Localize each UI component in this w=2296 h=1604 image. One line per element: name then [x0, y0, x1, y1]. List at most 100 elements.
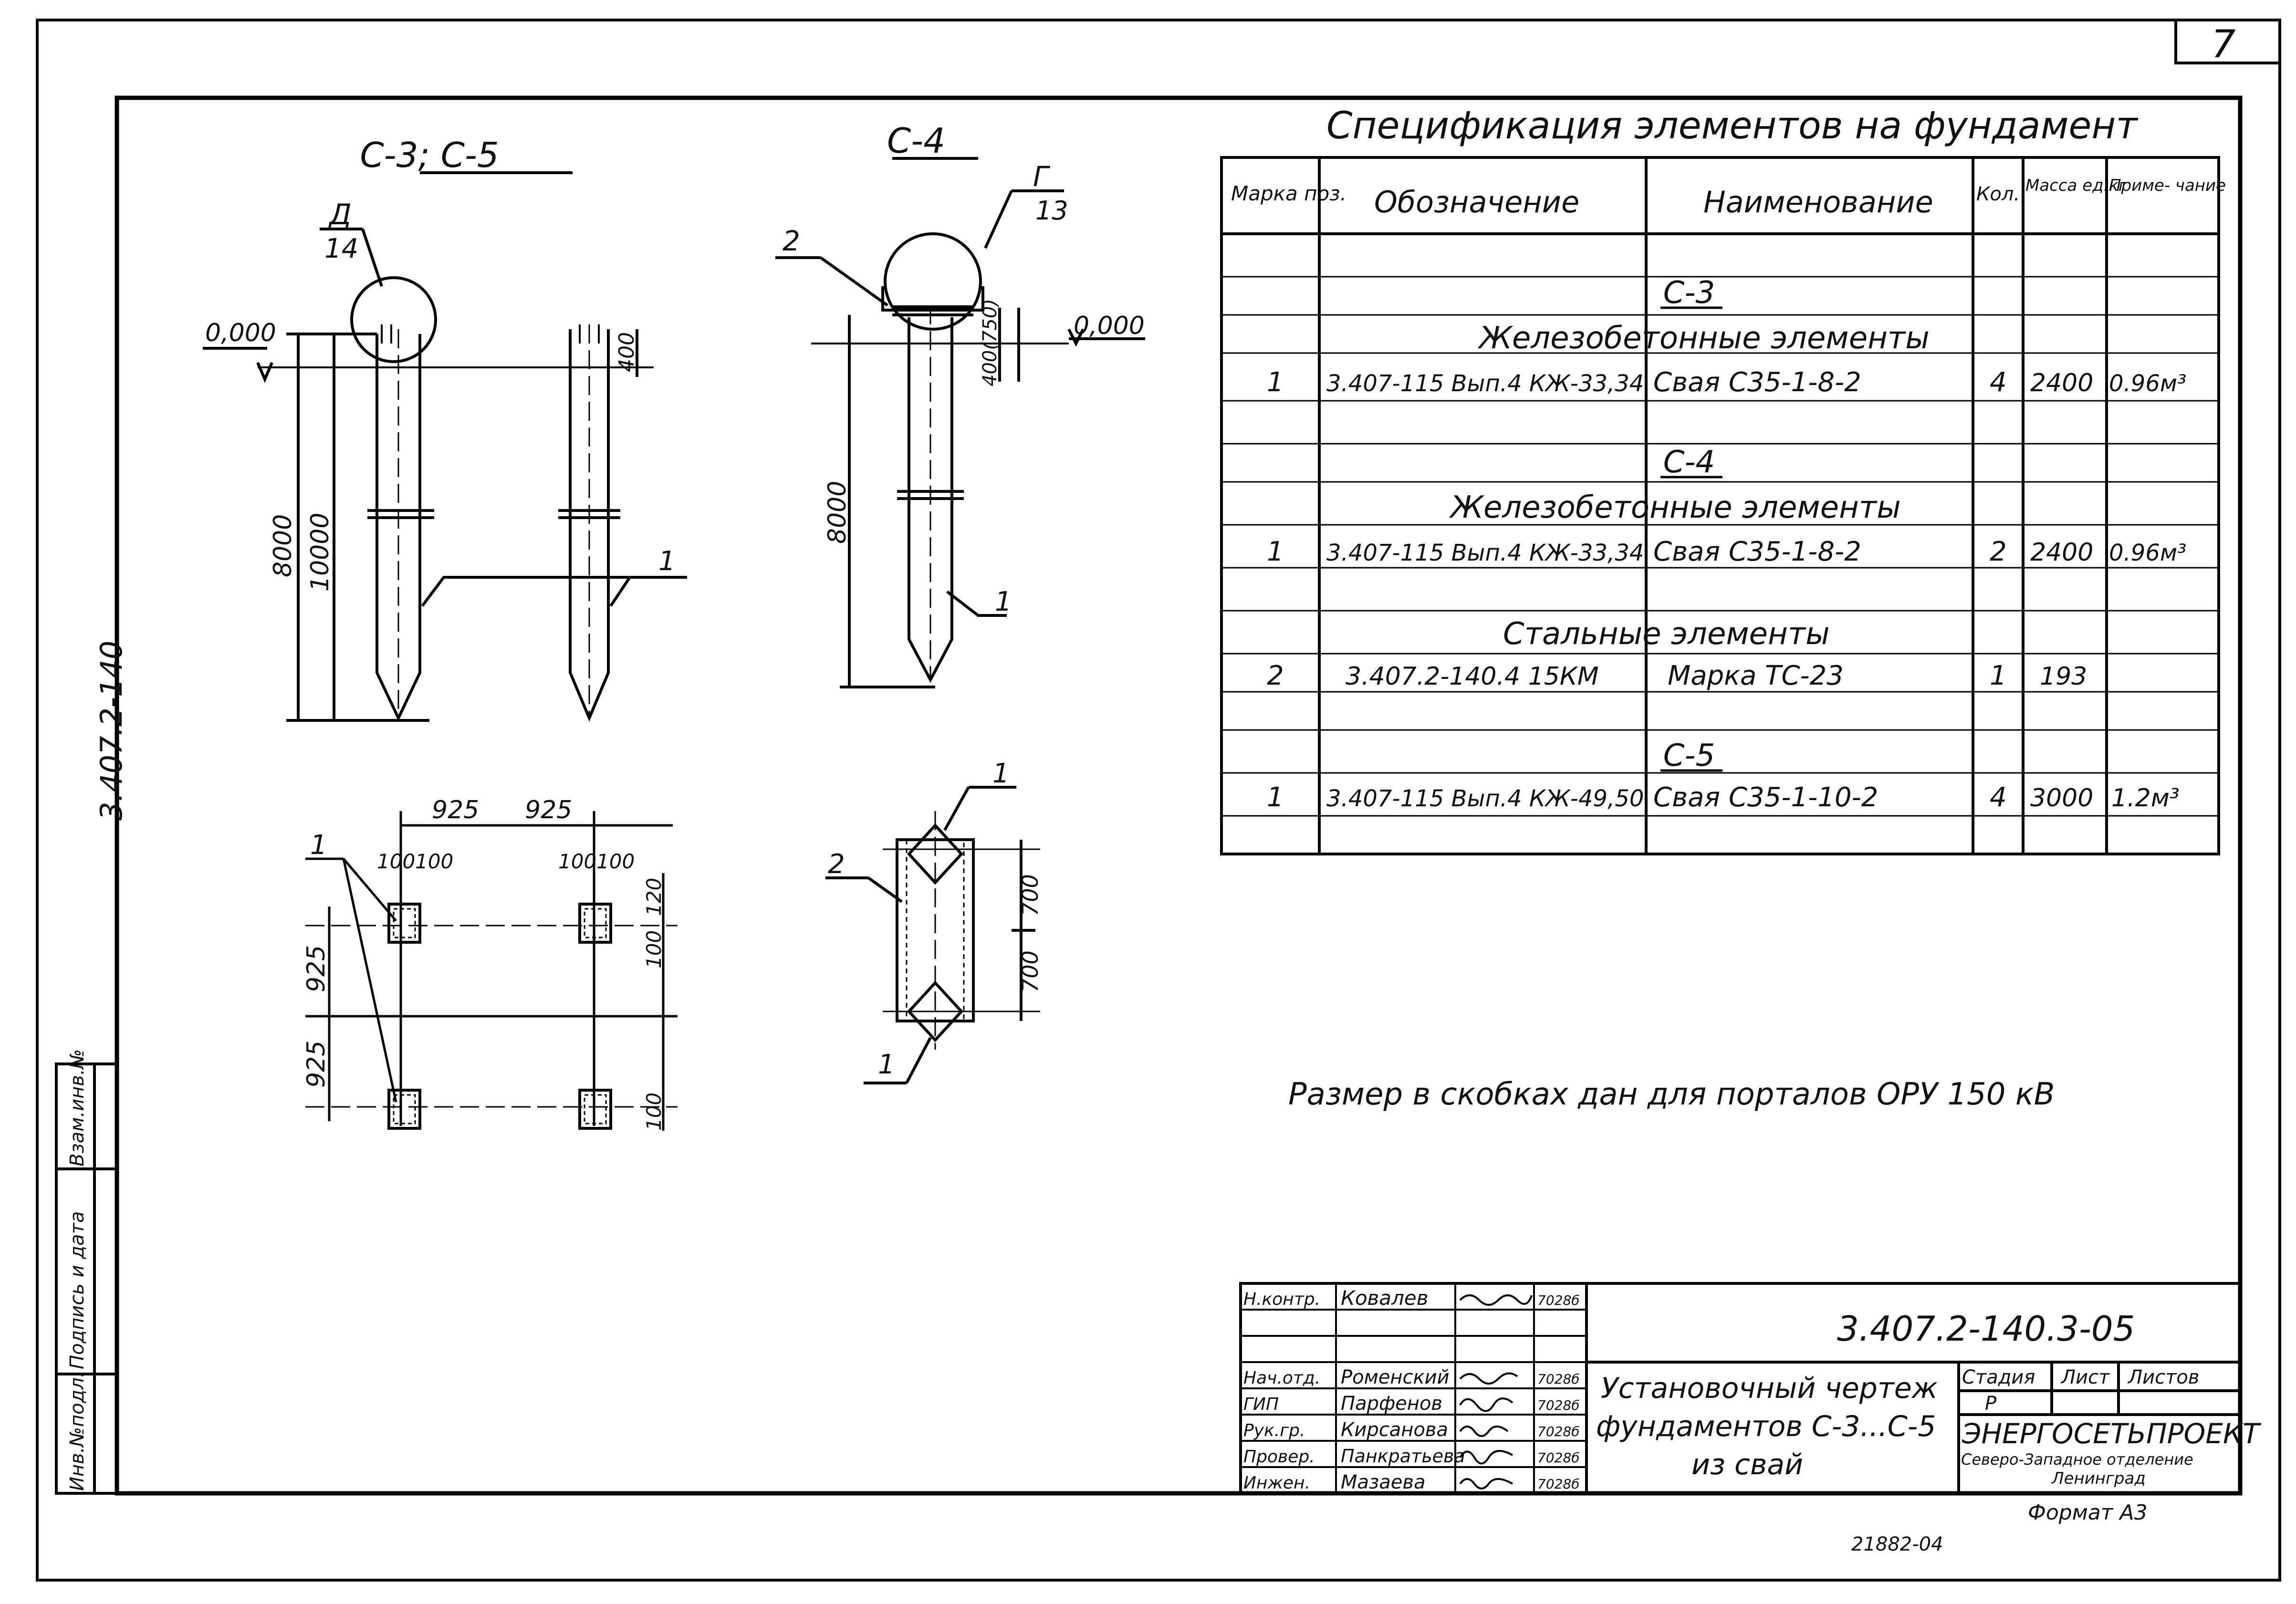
- signer-4-name: Панкратьева: [1341, 1446, 1465, 1467]
- spec-row1-qty: 4: [1990, 367, 2007, 398]
- dim-8000-c4: 8000: [823, 481, 852, 544]
- spec-row2-qty: 2: [1990, 536, 2007, 567]
- dim-8000: 8000: [269, 514, 297, 577]
- plan-100-c: 100: [558, 850, 596, 873]
- spec-row1-designation: 3.407-115 Вып.4 КЖ-33,34: [1326, 370, 1644, 397]
- signer-0-role: Н.контр.: [1243, 1290, 1320, 1309]
- spec-row3-mass: 193: [2040, 662, 2087, 691]
- spec-row3-qty: 1: [1990, 660, 2007, 691]
- elevation-c4: С-4 Г 13 2 0,000 400(750) 8000 1: [775, 121, 1145, 688]
- plan-100-d: 100: [596, 850, 635, 873]
- signer-0-name: Ковалев: [1341, 1286, 1428, 1310]
- plan-925-c: 925: [302, 945, 331, 992]
- signer-5-name: Мазаева: [1341, 1471, 1426, 1493]
- spec-row1-name: Свая С35-1-8-2: [1653, 367, 1861, 398]
- spec-table: Спецификация элементов на фундамент: [1220, 104, 2226, 855]
- stage-header: Стадия: [1962, 1366, 2035, 1388]
- archive-number: 21882-04: [1851, 1533, 1943, 1555]
- plan-c4: 700 700 1 2 1: [825, 758, 1043, 1084]
- spec-group-c4: С-4: [1663, 445, 1715, 480]
- plan-925-b: 925: [525, 796, 572, 824]
- spec-header-mark: Марка поз.: [1231, 182, 1346, 205]
- spec-row4-qty: 4: [1990, 782, 2007, 813]
- signer-3-name: Кирсанова: [1341, 1419, 1448, 1441]
- spec-title: Спецификация элементов на фундамент: [1326, 104, 2139, 147]
- spec-row2-note: 0.96м³: [2109, 540, 2186, 566]
- plan-100-a: 100: [377, 850, 415, 873]
- plan-120: 120: [642, 878, 666, 916]
- dim-10000: 10000: [306, 513, 334, 592]
- spec-sub-steel: Стальные элементы: [1503, 616, 1830, 652]
- title-c3-c5: С-3; С-5: [360, 135, 499, 175]
- pos-1-bottom-c4plan: 1: [878, 1049, 895, 1080]
- org-branch: Северо-Западное отделение: [1961, 1450, 2193, 1469]
- signer-3-role: Рук.гр.: [1243, 1421, 1305, 1440]
- signer-2-date: 7028б: [1537, 1397, 1580, 1413]
- dimension-note: Размер в скобках дан для порталов ОРУ 15…: [1288, 1077, 2055, 1112]
- sheet-border: [36, 19, 2281, 1582]
- pos-2-c4plan: 2: [828, 849, 845, 880]
- signer-5-date: 7028б: [1537, 1476, 1580, 1492]
- org-city: Ленинград: [2051, 1469, 2146, 1488]
- spec-sub-c3: Железобетонные элементы: [1477, 321, 1930, 356]
- spec-row4-designation: 3.407-115 Вып.4 КЖ-49,50: [1326, 785, 1644, 812]
- doc-code: 3.407.2-140.3-05: [1837, 1309, 2135, 1349]
- title-line-3: из свай: [1691, 1448, 1803, 1481]
- title-line-2: фундаментов С-3...С-5: [1596, 1410, 1936, 1443]
- pos-1-c4: 1: [995, 586, 1012, 617]
- spec-row1-pos: 1: [1267, 367, 1284, 398]
- pos-1-left: 1: [658, 546, 676, 577]
- side-code: 3.407.2-140: [94, 641, 129, 821]
- sheets-header: Листов: [2127, 1366, 2199, 1388]
- spec-row3-name: Марка ТС-23: [1668, 660, 1844, 691]
- signer-1-date: 7028б: [1537, 1371, 1580, 1387]
- plan-925-a: 925: [432, 796, 479, 824]
- zero-mark-right: 0,000: [1074, 312, 1145, 340]
- drawing-frame: [115, 95, 2243, 1496]
- spec-row2-pos: 1: [1267, 536, 1284, 567]
- stage-value: Р: [1985, 1393, 1997, 1415]
- spec-row4-name: Свая С35-1-10-2: [1653, 782, 1878, 813]
- callout-d: Д: [328, 198, 352, 231]
- callout-g-sheet: 13: [1035, 196, 1068, 226]
- format-label: Формат А3: [2028, 1500, 2148, 1525]
- pos-2-c4: 2: [783, 225, 800, 257]
- stamp-vzam-inv: Взам.инв.№: [66, 1049, 88, 1167]
- signer-3-date: 7028б: [1537, 1424, 1580, 1439]
- signer-2-role: ГИП: [1243, 1395, 1279, 1414]
- title-c4: С-4: [887, 121, 945, 161]
- spec-row2-designation: 3.407-115 Вып.4 КЖ-33,34: [1326, 540, 1644, 566]
- plan-925-d: 925: [302, 1041, 331, 1088]
- signature-marks: [1459, 1294, 1533, 1489]
- side-stamp: Инв.№подл. Подпись и дата Взам.инв.№: [55, 1049, 118, 1495]
- elevation-c3-c5: С-3; С-5 Д 14 0,000 8000 10000: [203, 135, 687, 722]
- signer-2-name: Парфенов: [1341, 1393, 1442, 1415]
- spec-header-qty: Кол.: [1976, 183, 2020, 205]
- spec-row4-mass: 3000: [2030, 784, 2093, 812]
- spec-sub-c4: Железобетонные элементы: [1449, 490, 1901, 525]
- spec-row2-name: Свая С35-1-8-2: [1653, 536, 1861, 567]
- dim-400-left: 400: [615, 332, 639, 372]
- plan-100-f: 100: [642, 1093, 666, 1131]
- spec-row4-pos: 1: [1267, 782, 1284, 813]
- plan-700-b: 700: [1017, 950, 1043, 992]
- spec-header-mass: Масса ед.кг: [2025, 176, 2128, 195]
- spec-row1-note: 0.96м³: [2109, 370, 2186, 397]
- signer-4-date: 7028б: [1537, 1450, 1580, 1466]
- signer-0-date: 7028б: [1537, 1292, 1580, 1308]
- sheet-header: Лист: [2060, 1366, 2110, 1388]
- spec-group-c5: С-5: [1663, 738, 1715, 773]
- sheet-number: 7: [2212, 22, 2236, 66]
- signer-5-role: Инжен.: [1243, 1473, 1310, 1493]
- sheet-number-box: [2174, 19, 2281, 64]
- callout-g: Г: [1033, 160, 1051, 193]
- signer-1-name: Роменский: [1341, 1366, 1450, 1388]
- stamp-inv-podl: Инв.№подл.: [66, 1371, 88, 1491]
- plan-c3-c5: 925 925 925 925 100 100 100 100 120 100 …: [302, 796, 678, 1131]
- pos-1-top-c4plan: 1: [992, 758, 1010, 789]
- spec-row3-designation: 3.407.2-140.4 15КМ: [1346, 662, 1599, 691]
- callout-d-sheet: 14: [324, 233, 358, 264]
- plan-100-b: 100: [415, 850, 453, 873]
- stamp-sign-date: Подпись и дата: [66, 1211, 88, 1369]
- spec-row1-mass: 2400: [2030, 369, 2093, 397]
